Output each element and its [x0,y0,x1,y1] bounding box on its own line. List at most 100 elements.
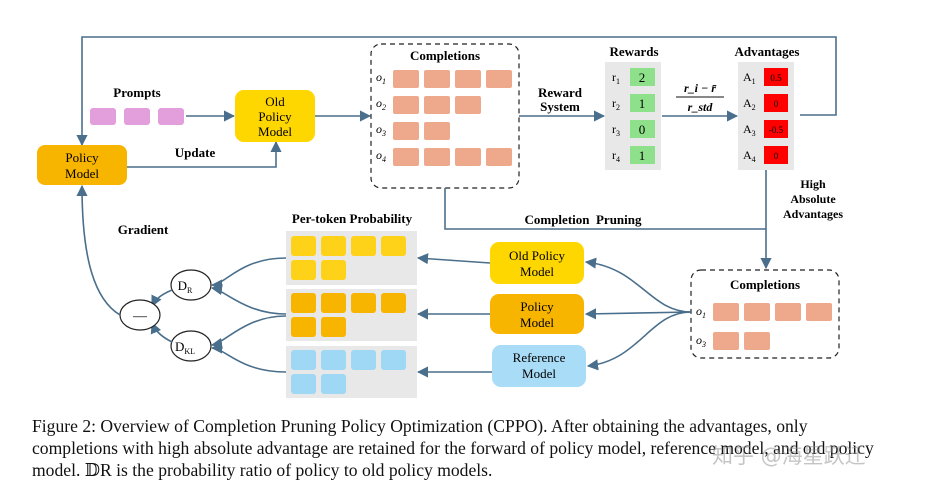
high-abs-label-2: Absolute [790,192,836,206]
to-reference-arrow [586,311,692,371]
dkl-to-minus-arrow [150,321,173,343]
update-label: Update [175,145,216,160]
completion-pruning-line [444,188,766,230]
per-token-label: Per-token Probability [292,211,413,226]
minus-symbol: — [132,309,148,324]
old-policy-model2-box [490,242,584,284]
pruned-row-label: o3 [696,333,706,349]
policy-probs-to-dr-curve [210,284,287,315]
reward-value: 2 [639,70,646,85]
reward-cell [630,94,655,112]
completion-row-label: o1 [376,70,386,86]
prob-token [321,293,346,313]
prompt-token [158,108,184,125]
high-abs-label-3: Advantages [783,207,843,221]
prob-token [291,236,316,256]
formula-denominator: r_std [688,100,714,114]
completion-token [424,96,450,114]
advantage-value: -0.5 [769,125,784,135]
figure-caption: Figure 2: Overview of Completion Pruning… [32,416,874,480]
dkl-symbol: DKL [175,339,195,356]
prob-token [321,236,346,256]
completion-pruning-label: Completion Pruning [524,212,642,227]
policy-model2-box [490,294,584,334]
formula-numerator: r_i − r̄ [684,81,716,95]
advantage-cell [764,68,788,86]
old-policy-to-probs-arrow [416,253,491,265]
completion-token [424,70,450,88]
advantage-cell [764,120,788,138]
completion-token [455,96,481,114]
pruned-row-label: o1 [696,304,706,320]
rewards-label: Rewards [609,44,658,59]
dr-to-minus-arrow [151,289,173,308]
completion-row-label: o3 [376,122,386,138]
old-policy-model-label-3: Model [258,124,292,139]
dr-node [170,269,212,301]
reward-name: r2 [612,96,620,112]
completion-token [455,70,481,88]
completion-token [486,70,512,88]
prob-token [321,350,346,370]
pruned-completions-box [690,269,840,359]
policy-model-label-2: Model [65,166,99,181]
policy-model-box [37,145,127,185]
old-policy-model2-label-1: Old Policy [509,248,565,263]
prob-token [381,293,406,313]
completion-token [424,122,450,140]
reference-model-label-2: Model [522,366,556,381]
prob-token [291,374,316,394]
policy-probs-to-dkl-curve [210,315,287,349]
to-old-policy-arrow [584,257,692,313]
reward-value: 1 [639,148,646,163]
prompt-token [124,108,150,125]
prob-token [291,317,316,337]
watermark: 知乎 @海星跃迁 [712,444,866,468]
old-policy-model-box [235,90,315,142]
prompts-label: Prompts [113,85,160,100]
prob-token [381,350,406,370]
ref-probs-to-dkl-curve [210,342,287,373]
reference-model-label-1: Reference [513,350,566,365]
completion-token [393,148,419,166]
prob-token [291,293,316,313]
feedback-arrow [76,36,837,147]
prob-token [321,317,346,337]
policy-model2-label-2: Model [520,315,554,330]
reward-name: r3 [612,122,620,138]
pruned-completions-label: Completions [730,277,800,292]
advantages-label: Advantages [734,44,799,59]
dkl-node [170,330,212,362]
advantage-value: 0.5 [770,73,782,83]
completions-label: Completions [410,48,480,63]
reward-value: 1 [639,96,646,111]
completion-token [775,303,801,321]
completion-token [744,303,770,321]
old-policy-model-label-1: Old [265,94,285,109]
completion-token [424,148,450,166]
advantage-cell [764,146,788,164]
prob-token [321,260,346,280]
completion-token [393,122,419,140]
completion-rows: o1 o2 o3 o4 [376,70,512,166]
old-policy-model2-label-2: Model [520,264,554,279]
completion-token [393,70,419,88]
reward-name: r1 [612,70,620,86]
prob-token [291,350,316,370]
prompt-token [90,108,116,125]
advantage-value: 0 [774,99,779,109]
reward-cell [630,120,655,138]
gradient-label: Gradient [118,222,169,237]
completion-row-label: o4 [376,148,386,164]
prob-token [381,236,406,256]
advantage-value: 0 [774,151,779,161]
high-abs-label-1: High [800,177,826,191]
policy-model2-label-1: Policy [520,299,554,314]
prob-token [351,236,376,256]
completion-token [486,148,512,166]
completion-token [806,303,832,321]
completion-token [455,148,481,166]
completion-token [713,332,739,350]
prob-token [291,260,316,280]
